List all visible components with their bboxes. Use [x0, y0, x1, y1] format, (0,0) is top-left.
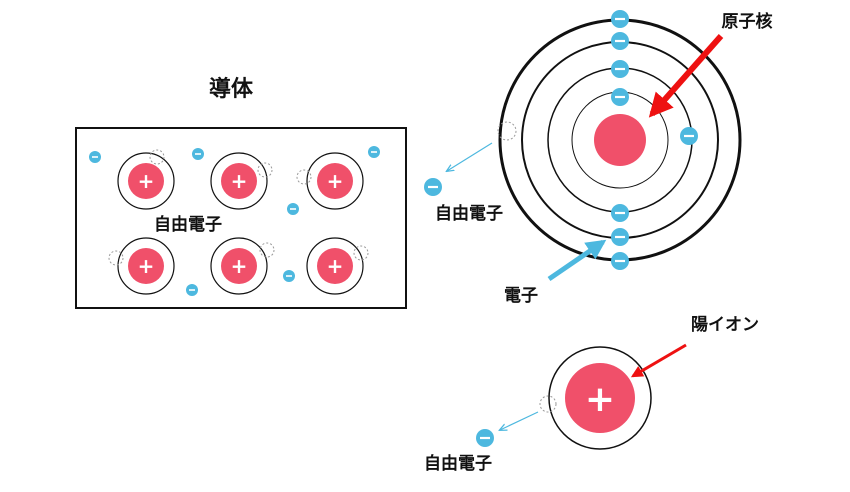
plus-sign: + [231, 254, 248, 278]
electron [611, 228, 629, 246]
electron-vacancy [108, 250, 124, 266]
positive-ion: + 陽イオン 自由電子 [424, 315, 759, 474]
electron-vacancy [149, 149, 165, 165]
free-electron [89, 151, 101, 163]
electron-vacancy [539, 395, 557, 413]
ion-bottom-2: + [210, 237, 275, 295]
positive-ion-arrow [630, 343, 687, 378]
free-electron [283, 270, 295, 282]
electron [611, 60, 629, 78]
escape-arrow [500, 411, 539, 430]
ion-core [565, 363, 635, 433]
nucleus-arrow [648, 34, 724, 118]
ion-top-3: + [296, 152, 364, 210]
free-electron-label: 自由電子 [154, 214, 222, 235]
plus-sign: + [138, 254, 155, 278]
electron-vacancy [353, 245, 369, 261]
electron-vacancy [259, 242, 275, 258]
plus-sign: + [138, 169, 155, 193]
plus-sign: + [231, 169, 248, 193]
conductor-box [75, 127, 407, 309]
plus-sign: + [585, 379, 615, 420]
free-electron [192, 148, 204, 160]
nucleus-label: 原子核 [722, 11, 773, 32]
free-electron-label: 自由電子 [424, 453, 492, 474]
ion-bottom-3: + [306, 237, 369, 295]
free-electron [186, 284, 198, 296]
electron-label: 電子 [504, 286, 538, 306]
conductor-title: 導体 [209, 76, 254, 102]
plus-sign: + [327, 169, 344, 193]
electron [611, 252, 629, 270]
electron-vacancy [497, 121, 517, 141]
free-electron-label: 自由電子 [435, 203, 503, 224]
free-electron [424, 178, 442, 196]
electron [611, 88, 629, 106]
escape-arrow [447, 142, 493, 171]
electron-arrow [547, 239, 607, 282]
ion-bottom-1: + [108, 237, 175, 295]
free-electron [368, 146, 380, 158]
electron [611, 10, 629, 28]
electron-vacancy [257, 162, 273, 178]
free-electron [287, 203, 299, 215]
electron [611, 204, 629, 222]
conductor: 導体 + + + + [75, 76, 407, 309]
atom: 自由電子 原子核 電子 [424, 10, 773, 306]
electron [611, 32, 629, 50]
electron [680, 127, 698, 145]
positive-ion-label: 陽イオン [691, 315, 759, 335]
ion-top-2: + [210, 152, 273, 210]
nucleus [594, 114, 646, 166]
plus-sign: + [327, 254, 344, 278]
electron-vacancy [296, 169, 312, 185]
free-electron [476, 429, 494, 447]
ion-top-1: + [117, 149, 175, 210]
